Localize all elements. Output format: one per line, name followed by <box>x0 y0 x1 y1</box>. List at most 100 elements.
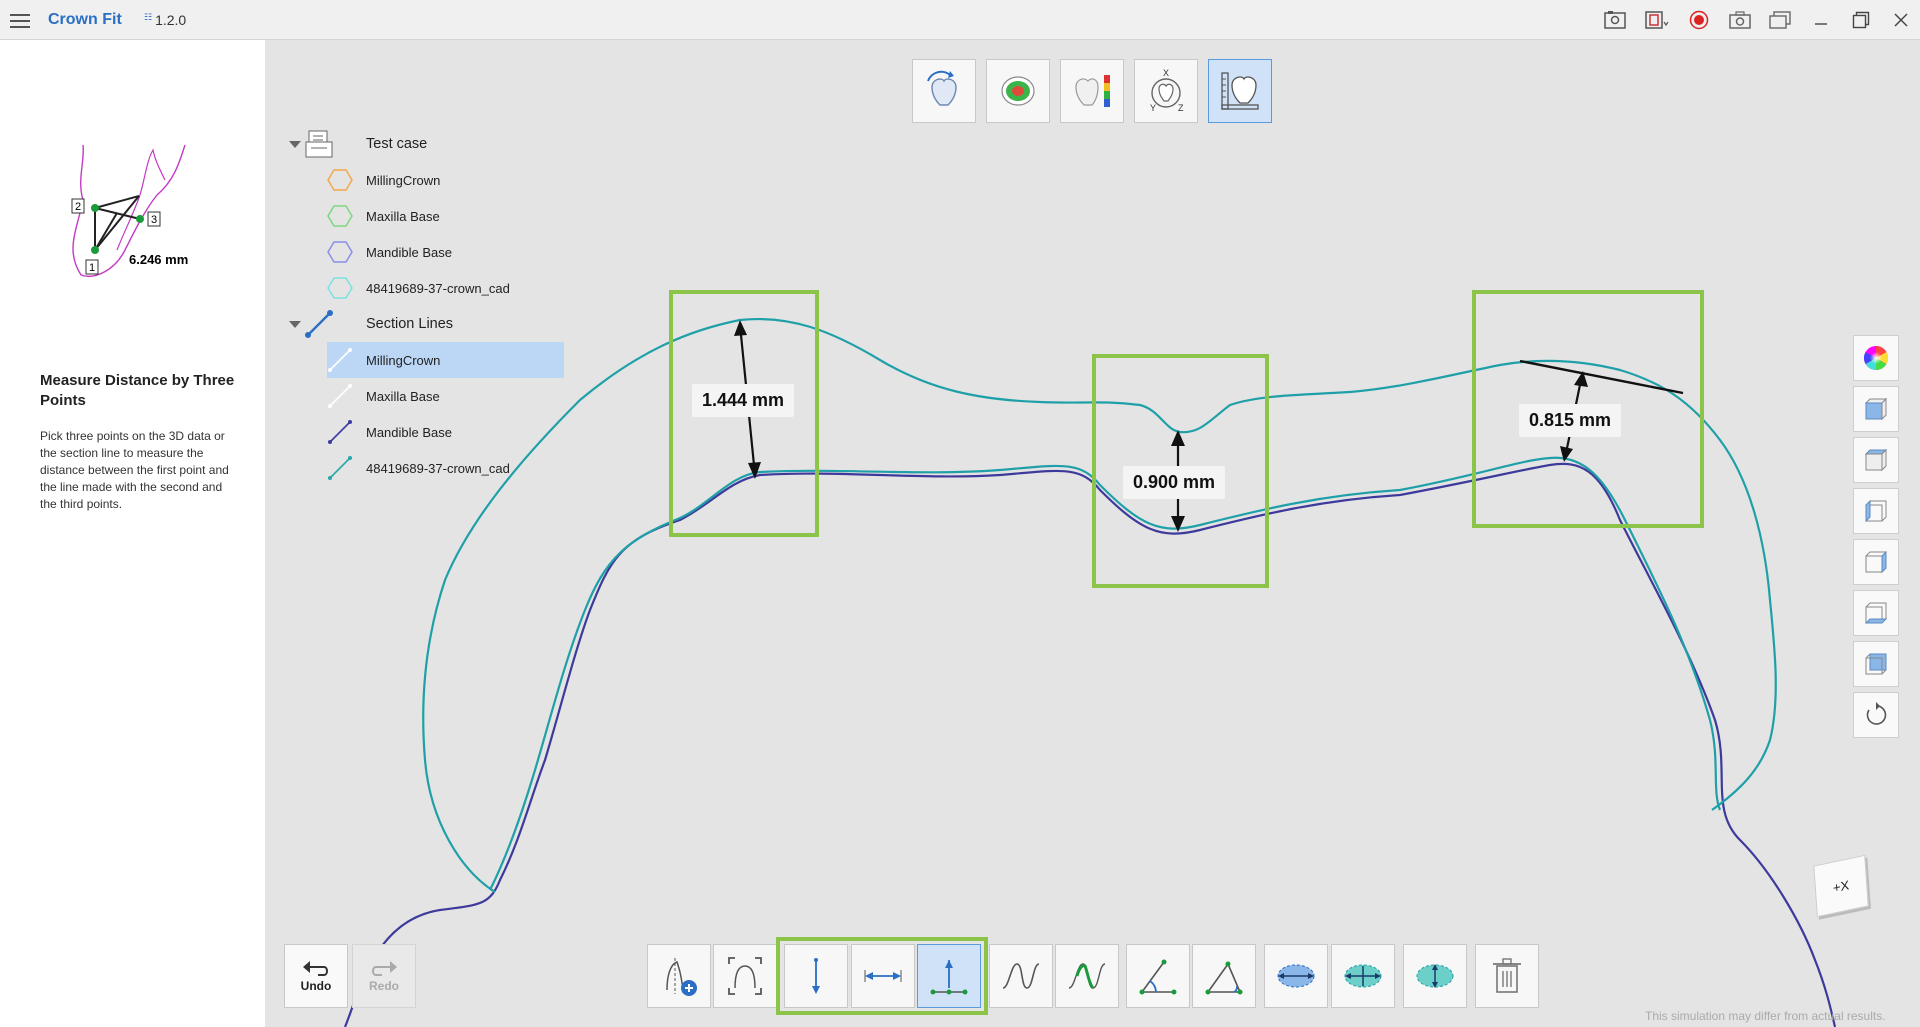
hamburger-menu-icon[interactable] <box>10 10 30 30</box>
tree-item-section-crown-cad[interactable]: 48419689-37-crown_cad <box>287 450 587 486</box>
ellipse-cross-icon <box>1344 964 1382 988</box>
tree-item-millingcrown[interactable]: MillingCrown <box>287 162 587 198</box>
title-bar: Crown Fit ☷1.2.0 <box>0 0 1920 40</box>
delete-measurement-button[interactable] <box>1475 944 1539 1008</box>
cube-left-icon <box>1865 499 1887 523</box>
object-tree: Test case MillingCrown Maxilla Base Mand… <box>287 126 587 486</box>
horizontal-arrow-icon <box>864 970 902 982</box>
area-width-tool-button[interactable] <box>1264 944 1328 1008</box>
undo-icon <box>303 961 328 976</box>
close-icon[interactable] <box>1888 8 1914 32</box>
measure-vertical-distance-button[interactable] <box>784 944 848 1008</box>
svg-text:X: X <box>1163 68 1169 78</box>
measure-tool[interactable] <box>1208 59 1272 123</box>
version-number: 1.2.0 <box>155 12 187 28</box>
right-view-toolbar <box>1853 335 1899 738</box>
occlusion-map-tool[interactable] <box>986 59 1050 123</box>
area-cross-tool-button[interactable] <box>1331 944 1395 1008</box>
minimize-icon[interactable] <box>1808 8 1834 32</box>
tree-group-section-lines[interactable]: Section Lines <box>287 306 587 342</box>
selection-highlight <box>327 342 564 378</box>
expand-caret-icon[interactable] <box>289 320 301 328</box>
svg-text:Z: Z <box>1178 103 1184 113</box>
angle-icon <box>1139 959 1177 995</box>
heatmap-tooth-icon <box>1001 76 1035 106</box>
view-bottom-button[interactable] <box>1853 590 1899 636</box>
ellipse-width-icon <box>1277 964 1315 988</box>
tree-item-mandible-base[interactable]: Mandible Base <box>287 234 587 270</box>
curve-green-icon <box>1068 963 1106 990</box>
hexagon-icon <box>327 167 353 193</box>
hexagon-icon <box>327 203 353 229</box>
view-front-button[interactable] <box>1853 386 1899 432</box>
illustration-distance: 6.246 mm <box>129 252 188 267</box>
3d-viewport[interactable] <box>265 40 1920 1027</box>
section-fit-button[interactable] <box>713 944 777 1008</box>
view-top-button[interactable] <box>1853 437 1899 483</box>
highlight-box-3 <box>1472 290 1704 528</box>
curve-tool-button[interactable] <box>989 944 1053 1008</box>
tree-item-label: Mandible Base <box>366 244 452 260</box>
cube-front-icon <box>1864 397 1888 421</box>
view-back-button[interactable] <box>1853 641 1899 687</box>
restore-window-icon[interactable] <box>1848 8 1874 32</box>
highlight-box-1 <box>669 290 819 537</box>
tree-item-section-mandible-base[interactable]: Mandible Base <box>287 414 587 450</box>
point-label-1: 1 <box>89 262 95 274</box>
record-icon[interactable] <box>1686 8 1712 32</box>
ellipse-height-icon <box>1416 964 1454 988</box>
vertical-arrow-icon <box>812 958 820 994</box>
color-scale-tool[interactable] <box>1060 59 1124 123</box>
tree-item-section-millingcrown[interactable]: MillingCrown <box>287 342 587 378</box>
measure-three-points-button[interactable] <box>917 944 981 1008</box>
angle-tool-button[interactable] <box>1126 944 1190 1008</box>
hexagon-icon <box>327 239 353 265</box>
add-section-button[interactable] <box>647 944 711 1008</box>
camera-icon[interactable] <box>1727 8 1753 32</box>
undo-label: Undo <box>300 979 332 993</box>
area-height-tool-button[interactable] <box>1403 944 1467 1008</box>
triangle-angle-tool-button[interactable] <box>1192 944 1256 1008</box>
help-panel: 1 2 3 6.246 mm Measure Distance by Three… <box>0 40 265 1027</box>
screenshot-dialog-icon[interactable] <box>1602 8 1628 32</box>
view-right-button[interactable] <box>1853 539 1899 585</box>
capture-area-icon[interactable] <box>1644 8 1670 32</box>
tooth-rotate-icon <box>927 70 957 106</box>
curve-highlight-tool-button[interactable] <box>1055 944 1119 1008</box>
line-icon <box>327 383 353 409</box>
tree-group-test-case[interactable]: Test case <box>287 126 587 162</box>
highlight-box-2 <box>1092 354 1269 588</box>
tree-item-section-maxilla-base[interactable]: Maxilla Base <box>287 378 587 414</box>
trash-icon <box>1493 958 1521 993</box>
section-line-icon <box>303 308 335 340</box>
orientation-cube[interactable]: +X <box>1813 854 1869 918</box>
three-point-distance-icon <box>930 960 968 995</box>
color-wheel-icon <box>1863 346 1889 370</box>
line-icon <box>327 455 353 481</box>
line-icon <box>327 419 353 445</box>
ruler-tooth-icon <box>1221 72 1259 110</box>
undo-button[interactable]: Undo <box>284 944 348 1008</box>
rotate-reset-icon <box>1866 702 1887 725</box>
cube-back-icon <box>1865 653 1887 675</box>
rotate-view-tool[interactable] <box>912 59 976 123</box>
bracket-section-icon <box>728 957 762 995</box>
tree-item-crown-cad[interactable]: 48419689-37-crown_cad <box>287 270 587 306</box>
cube-right-icon <box>1865 550 1887 574</box>
measure-horizontal-distance-button[interactable] <box>851 944 915 1008</box>
app-name: Crown Fit <box>48 11 122 28</box>
redo-button[interactable]: Redo <box>352 944 416 1008</box>
version-badge-icon: ☷ <box>144 12 153 22</box>
measure-illustration: 1 2 3 6.246 mm <box>71 144 188 277</box>
color-wheel-button[interactable] <box>1853 335 1899 381</box>
gallery-icon[interactable] <box>1767 8 1793 32</box>
tree-item-maxilla-base[interactable]: Maxilla Base <box>287 198 587 234</box>
tree-item-label: 48419689-37-crown_cad <box>366 460 510 476</box>
measurement-label-2[interactable]: 0.900 mm <box>1123 466 1226 499</box>
expand-caret-icon[interactable] <box>289 140 301 148</box>
reset-view-button[interactable] <box>1853 692 1899 738</box>
view-left-button[interactable] <box>1853 488 1899 534</box>
measurement-label-3[interactable]: 0.815 mm <box>1519 404 1622 437</box>
measurement-label-1[interactable]: 1.444 mm <box>692 384 795 417</box>
